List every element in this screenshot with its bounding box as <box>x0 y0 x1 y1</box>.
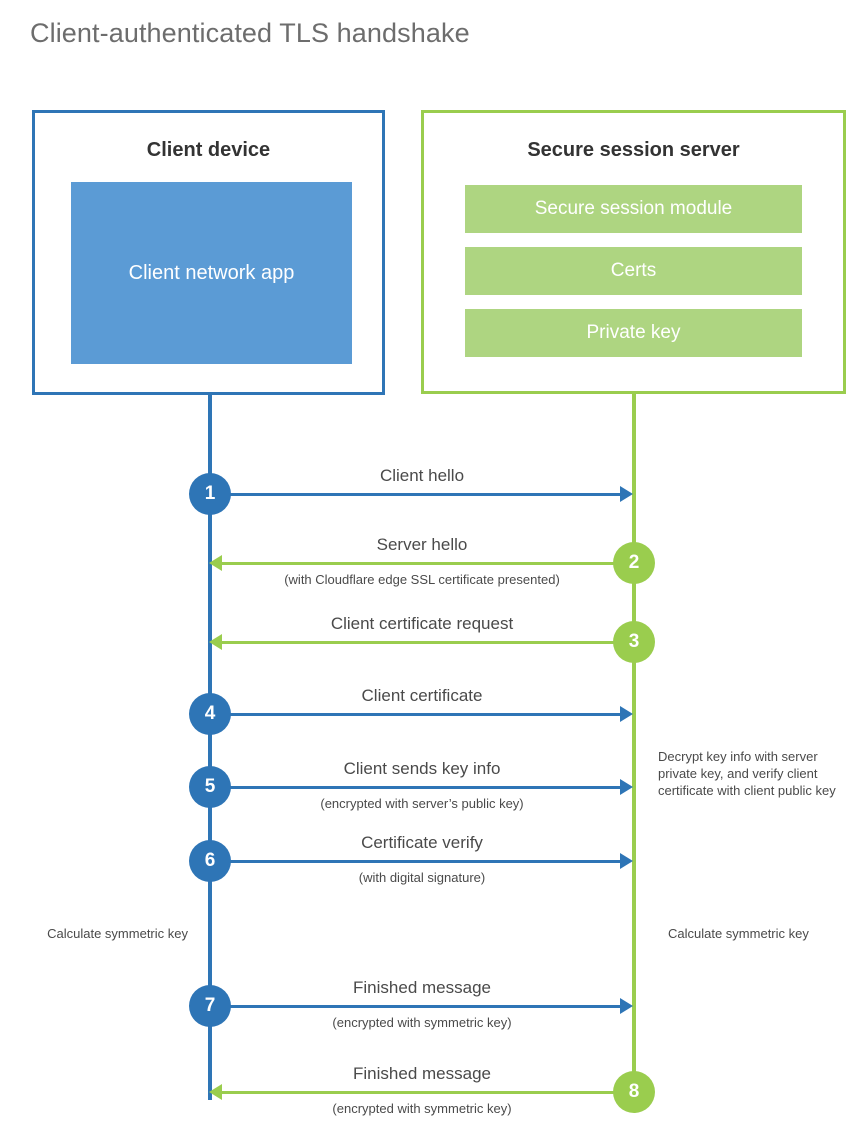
step-6-badge[interactable]: 6 <box>189 840 231 882</box>
step-8-badge[interactable]: 8 <box>613 1071 655 1113</box>
server-decrypt-note: Decrypt key info with server private key… <box>658 749 836 798</box>
step-6-arrow-head-icon <box>620 853 633 869</box>
step-4-badge[interactable]: 4 <box>189 693 231 735</box>
server-component-private-key: Private key <box>465 309 802 357</box>
step-7-badge[interactable]: 7 <box>189 985 231 1027</box>
step-5-arrow-head-icon <box>620 779 633 795</box>
step-8-arrow-head-icon <box>209 1084 222 1100</box>
step-6-label: Certificate verify <box>361 833 483 852</box>
secure-session-server-title: Secure session server <box>527 139 740 161</box>
step-7-arrow-head-icon <box>620 998 633 1014</box>
step-6-sublabel: (with digital signature) <box>358 870 486 885</box>
step-7-sublabel: (encrypted with symmetric key) <box>332 1015 512 1030</box>
step-2-badge[interactable]: 2 <box>613 542 655 584</box>
step-4-label: Client certificate <box>361 686 483 705</box>
client-network-app-label: Client network app <box>128 262 295 284</box>
client-calculate-symmetric-key-note: Calculate symmetric key <box>47 926 188 941</box>
step-4-arrow-head-icon <box>620 706 633 722</box>
step-5-badge[interactable]: 5 <box>189 766 231 808</box>
step-2-arrow-head-icon <box>209 555 222 571</box>
step-1-label: Client hello <box>379 466 465 485</box>
step-3-label: Client certificate request <box>330 614 514 633</box>
client-device-title: Client device <box>146 139 271 161</box>
step-1-arrow-head-icon <box>620 486 633 502</box>
step-2-label: Server hello <box>376 535 468 554</box>
step-7-arrow-line <box>210 1005 626 1008</box>
step-3-arrow-line <box>214 641 632 644</box>
step-1-arrow-line <box>210 493 626 496</box>
step-2-sublabel: (with Cloudflare edge SSL certificate pr… <box>284 572 560 587</box>
step-5-arrow-line <box>210 786 626 789</box>
client-network-app-block: Client network app <box>71 182 352 364</box>
step-5-sublabel: (encrypted with server’s public key) <box>320 796 524 811</box>
step-4-arrow-line <box>210 713 626 716</box>
client-lifeline <box>208 394 212 1100</box>
step-6-arrow-line <box>210 860 626 863</box>
step-3-badge[interactable]: 3 <box>613 621 655 663</box>
secure-session-server-box: Secure session server Secure session mod… <box>421 110 846 394</box>
step-8-sublabel: (encrypted with symmetric key) <box>332 1101 512 1116</box>
step-3-arrow-head-icon <box>209 634 222 650</box>
client-device-box: Client device Client network app <box>32 110 385 395</box>
step-8-arrow-line <box>214 1091 632 1094</box>
step-8-label: Finished message <box>353 1064 491 1083</box>
step-7-label: Finished message <box>353 978 491 997</box>
server-lifeline <box>632 393 636 1093</box>
step-2-arrow-line <box>214 562 632 565</box>
step-5-label: Client sends key info <box>343 759 501 778</box>
page-title: Client-authenticated TLS handshake <box>30 18 470 48</box>
server-component-secure-session-module: Secure session module <box>465 185 802 233</box>
server-calculate-symmetric-key-note: Calculate symmetric key <box>668 926 809 941</box>
server-component-certs: Certs <box>465 247 802 295</box>
step-1-badge[interactable]: 1 <box>189 473 231 515</box>
